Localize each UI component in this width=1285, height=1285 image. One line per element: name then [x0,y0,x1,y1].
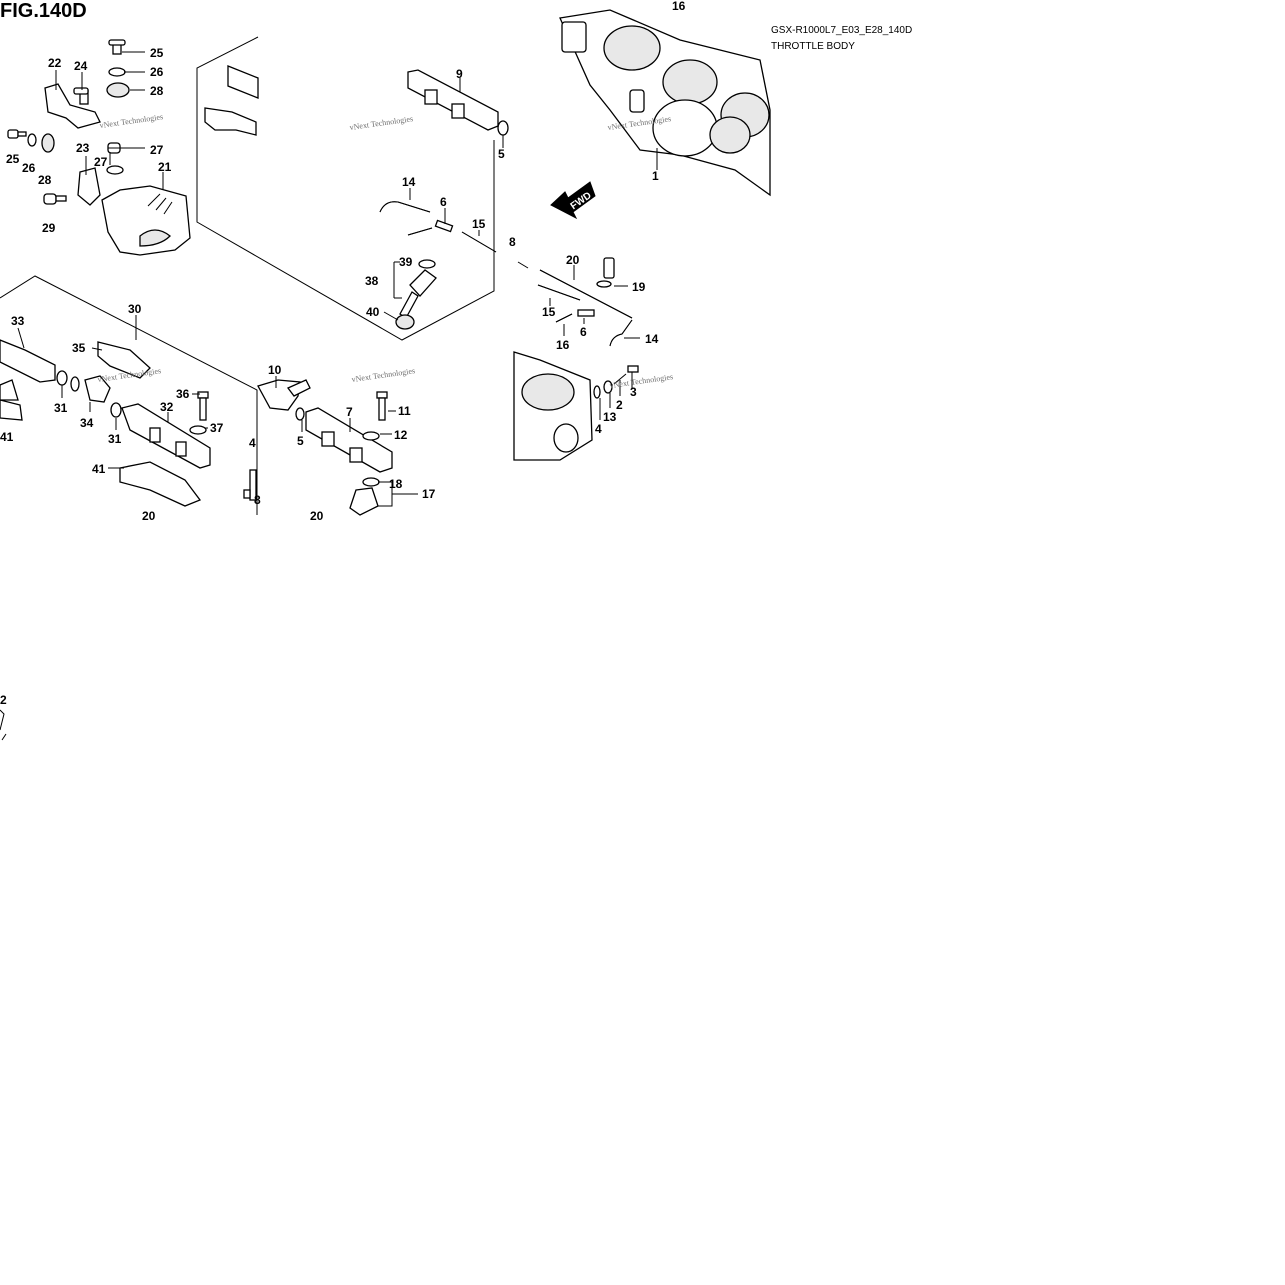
part-callout[interactable]: 16 [672,0,686,13]
middle-fuel-rail-group [243,379,418,516]
part-callout[interactable]: 1 [652,169,659,183]
part-callout[interactable]: 8 [509,235,516,249]
part-callout[interactable]: 32 [160,400,174,414]
upper-frame [196,36,495,341]
part-callout[interactable]: 41 [0,430,14,444]
part-callout[interactable]: 20 [566,253,580,267]
part-callout[interactable]: 19 [632,280,646,294]
part-callout[interactable]: 30 [128,302,142,316]
part-callout[interactable]: 40 [366,305,380,319]
watermark: vNext Technologies [351,366,416,384]
watermark: vNext Technologies [609,372,674,390]
part-callout[interactable]: 27 [94,155,108,169]
part-callout[interactable]: 12 [394,428,408,442]
fuel-rail-9 [407,69,509,136]
part-callout[interactable]: 15 [542,305,556,319]
watermarks: vNext Technologies vNext Technologies vN… [97,112,674,390]
lower-frame [0,275,258,515]
watermark: vNext Technologies [349,114,414,132]
part-callout[interactable]: 38 [365,274,379,288]
part-callout[interactable]: 16 [556,338,570,352]
lower-fuel-rail-group [0,339,211,507]
part-callout[interactable]: 25 [6,152,20,166]
upper-fuel-rail-partial [204,65,259,136]
figure-title: FIG.140D [0,0,87,22]
part-callout[interactable]: 24 [74,59,88,73]
part-callout[interactable]: 39 [399,255,413,269]
part-callout[interactable]: 3 [630,385,637,399]
callout-labels: 25 26 22 24 28 25 26 28 23 27 27 21 29 9… [0,0,686,707]
part-callout[interactable]: 6 [440,195,447,209]
part-callout[interactable]: 29 [42,221,56,235]
part-callout[interactable]: 26 [22,161,36,175]
part-callout[interactable]: 17 [422,487,436,501]
part-callout[interactable]: 8 [254,493,261,507]
part-callout[interactable]: 36 [176,387,190,401]
part-callout[interactable]: 20 [142,509,156,523]
part-callout[interactable]: 18 [389,477,403,491]
part-callout[interactable]: 31 [108,432,122,446]
part-callout[interactable]: 31 [54,401,68,415]
part-callout[interactable]: 37 [210,421,224,435]
part-callout[interactable]: 28 [150,84,164,98]
part-callout[interactable]: 7 [346,405,353,419]
throttle-body-lower [513,351,639,461]
part-callout[interactable]: 33 [11,314,25,328]
part-callout[interactable]: 23 [76,141,90,155]
part-callout[interactable]: 2 [616,398,623,412]
watermark: vNext Technologies [99,112,164,130]
part-callout[interactable]: 14 [645,332,659,346]
part-callout[interactable]: 5 [498,147,505,161]
part-callout[interactable]: 35 [72,341,86,355]
part-callout[interactable]: 4 [595,422,602,436]
part-callout[interactable]: 27 [150,143,164,157]
throttle-body-1 [559,9,771,197]
part-callout[interactable]: 34 [80,416,94,430]
section-name: THROTTLE BODY [771,41,855,52]
vacuum-hoses-upper [379,201,497,253]
part-callout[interactable]: 11 [398,404,411,418]
sensor-bracket-assembly [7,39,191,256]
part-callout[interactable]: 41 [92,462,106,476]
part-callout[interactable]: 20 [310,509,324,523]
part-callout[interactable]: 10 [268,363,282,377]
vacuum-hoses-right [517,257,633,347]
part-callout[interactable]: 26 [150,65,164,79]
part-callout[interactable]: 14 [402,175,416,189]
injector-38 [395,259,437,330]
part-callout[interactable]: 5 [297,434,304,448]
part-callout[interactable]: 21 [158,160,172,174]
part-callout[interactable]: 9 [456,67,463,81]
bottom-left-partial [0,709,7,741]
part-callout[interactable]: 6 [580,325,587,339]
part-callout[interactable]: 13 [603,410,617,424]
fwd-arrow: FWD [550,181,596,220]
part-callout[interactable]: 28 [38,173,52,187]
leader-lines [17,51,658,469]
part-callout[interactable]: 25 [150,46,164,60]
model-code: GSX-R1000L7_E03_E28_140D [771,25,912,36]
part-callout[interactable]: 4 [249,436,256,450]
part-callout[interactable]: 2 [0,693,7,707]
part-callout[interactable]: 15 [472,217,486,231]
part-callout[interactable]: 22 [48,56,62,70]
